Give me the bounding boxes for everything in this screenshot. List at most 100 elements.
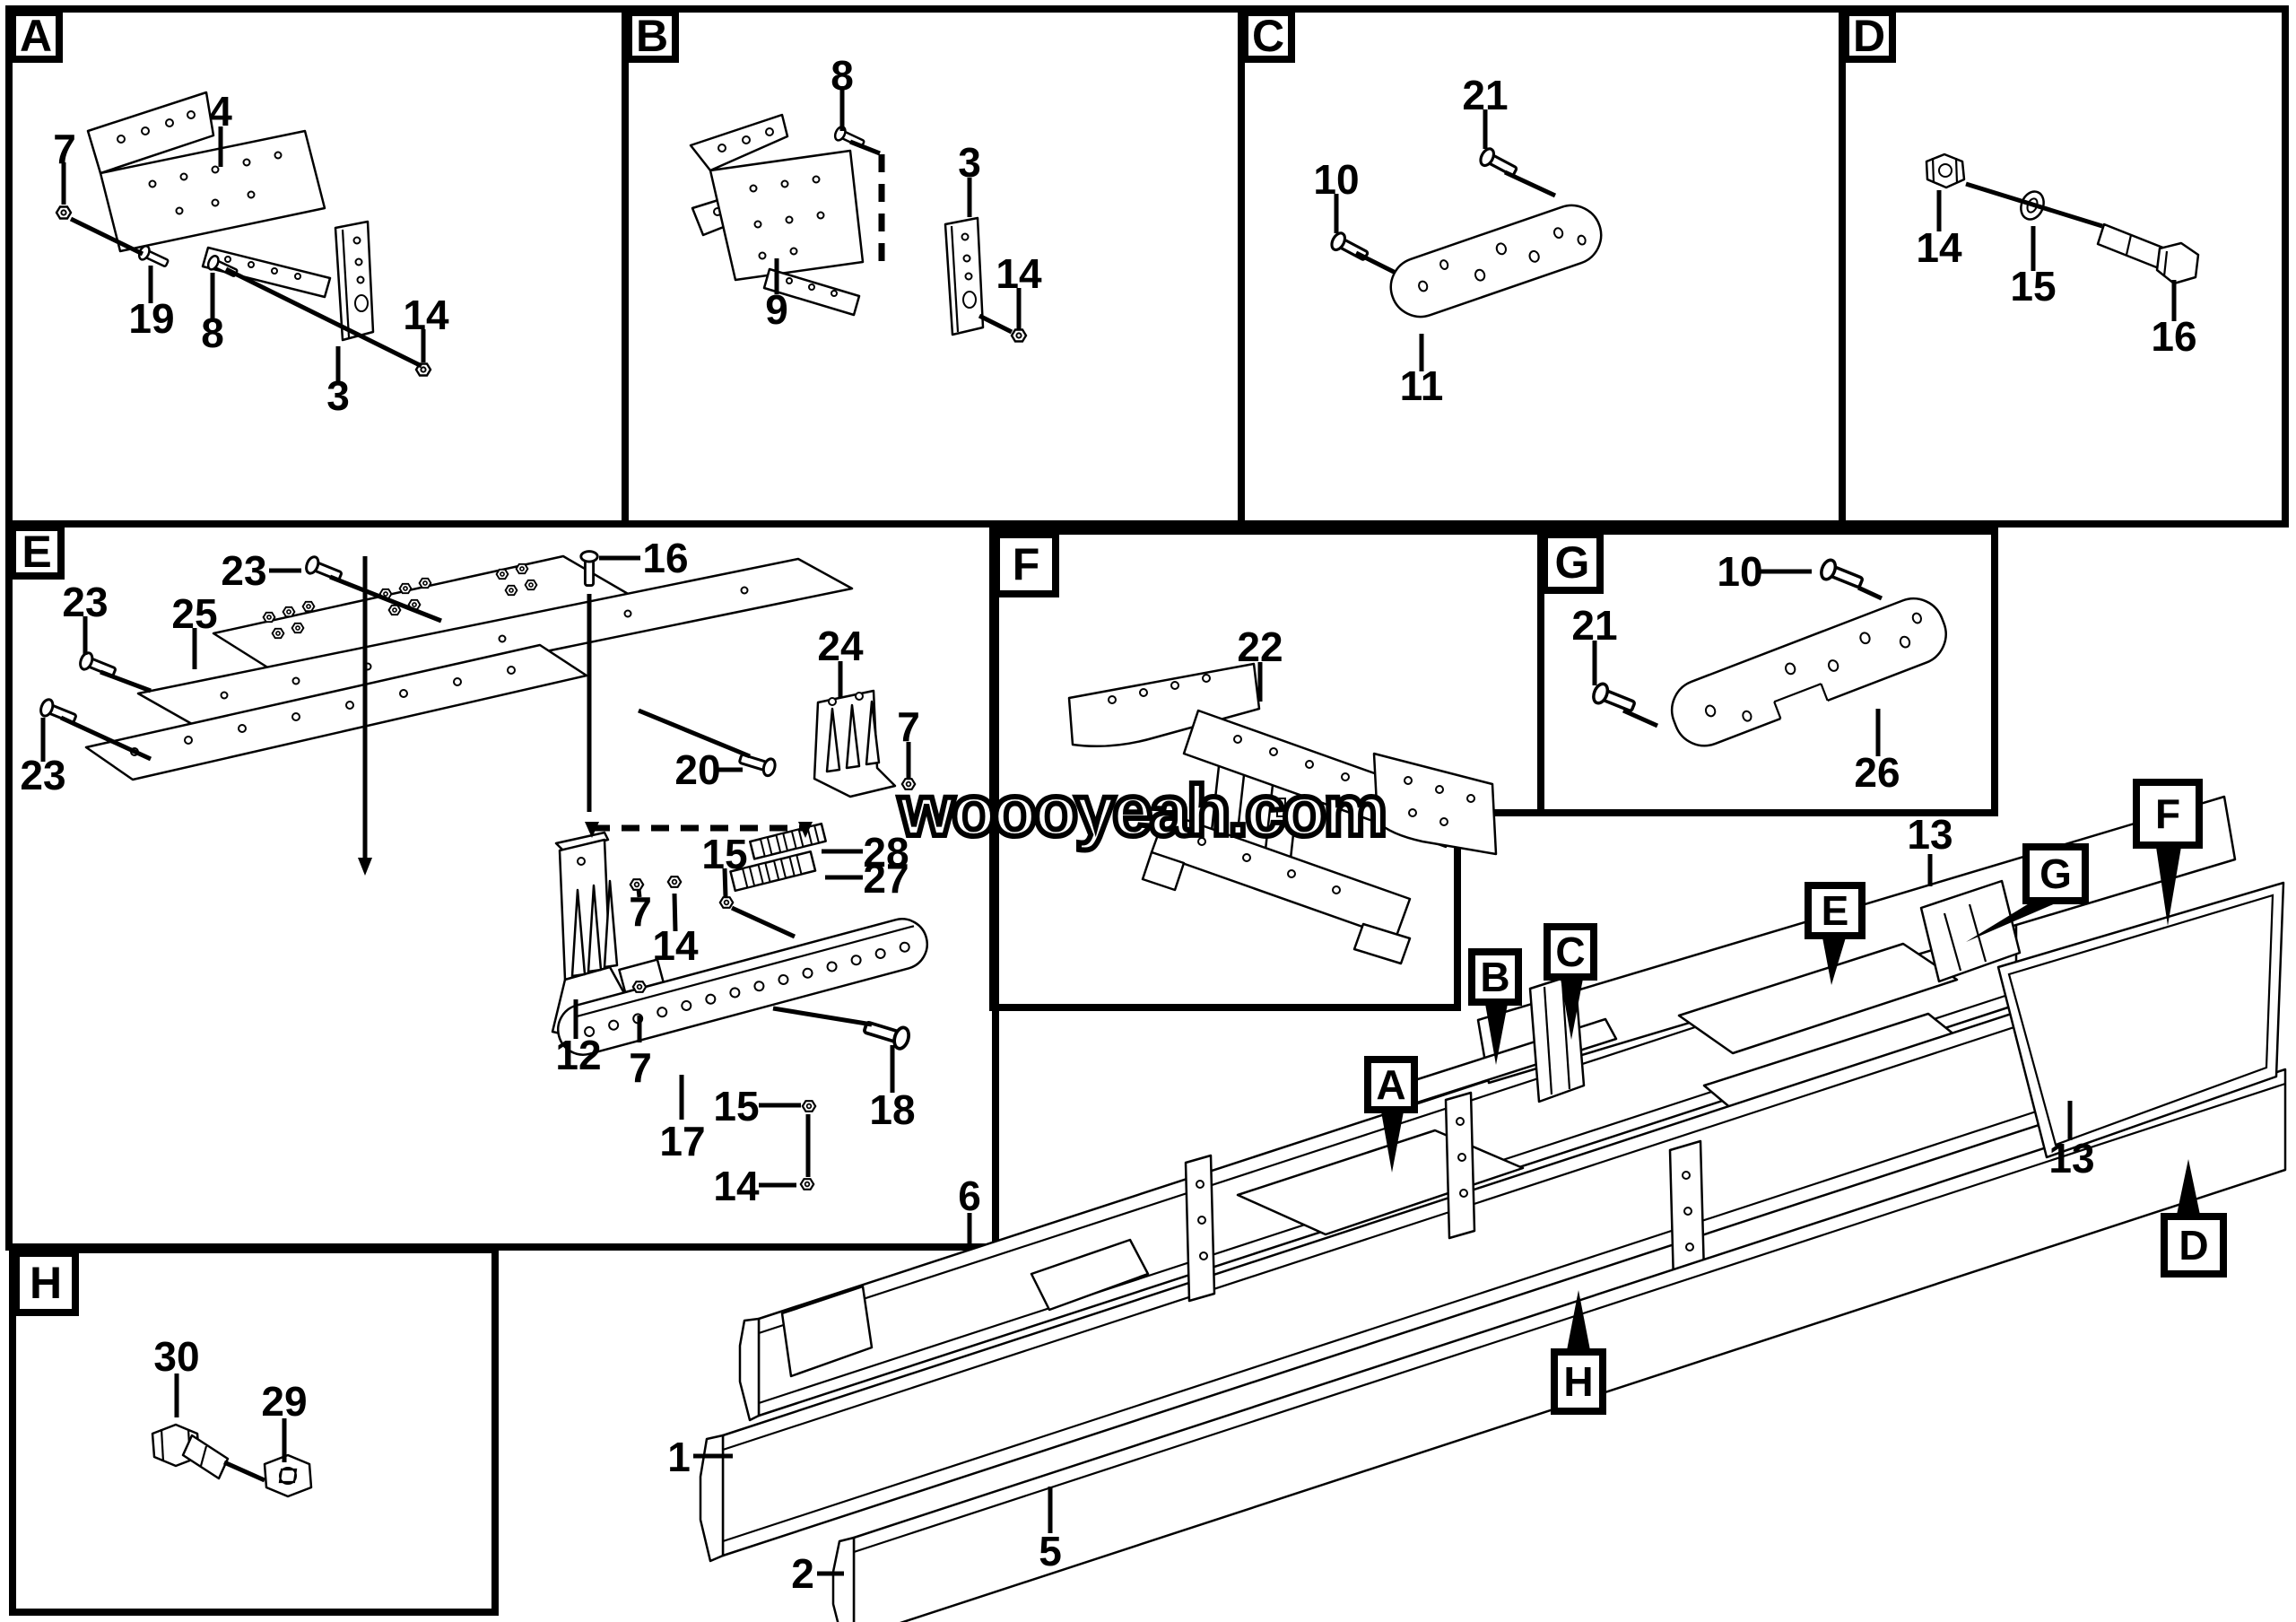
marker-pointer-C (1561, 979, 1583, 1040)
marker-pointers (1381, 847, 2200, 1350)
panel-label-D: D (1842, 9, 1896, 63)
panel-h-part-drawings (151, 1423, 313, 1498)
callout-number-28: 28 (863, 829, 909, 876)
panel-label-A: A (9, 9, 63, 63)
marker-pointer-A (1381, 1112, 1404, 1173)
callout-number-7: 7 (629, 1044, 652, 1091)
callout-number-14: 14 (652, 922, 699, 969)
callout-number-19: 19 (128, 295, 175, 342)
callout-number-3: 3 (326, 372, 350, 419)
assembly-marker-C: C (1544, 923, 1597, 981)
panel-d-part-drawings (1925, 153, 2200, 285)
watermark-text: woooyeah.com (896, 768, 1390, 853)
leader-line (638, 708, 751, 759)
panel-label-B: B (625, 9, 679, 63)
assembly-marker-G: G (2022, 843, 2089, 904)
callout-number-5: 5 (1039, 1528, 1062, 1574)
leader-line (1965, 181, 2103, 229)
panel-label-E: E (9, 524, 65, 580)
callout-number-7: 7 (897, 703, 920, 750)
callout-number-13: 13 (2048, 1135, 2095, 1182)
leader-line (69, 216, 144, 257)
callout-number-10: 10 (1313, 156, 1360, 203)
assembly-marker-B: B (1468, 948, 1522, 1006)
callout-number-12: 12 (555, 1032, 602, 1078)
callout-number-15: 15 (713, 1083, 760, 1129)
panel-a-part-drawings (55, 91, 432, 377)
callout-number-13: 13 (1907, 811, 1953, 858)
assembly-marker-F: F (2133, 779, 2203, 849)
leader-line (222, 1460, 266, 1483)
leader-line (1622, 708, 1659, 728)
marker-pointer-F (2156, 847, 2181, 926)
panel-g-border (1537, 528, 1998, 816)
callout-number-6: 6 (958, 1173, 981, 1219)
leader-line (722, 868, 728, 898)
panel-label-H: H (13, 1250, 79, 1316)
callout-number-29: 29 (261, 1378, 308, 1425)
panel-e-part-drawings (37, 550, 928, 1190)
leader-line (849, 139, 881, 156)
callout-number-30: 30 (153, 1333, 200, 1380)
panel-h-border (9, 1246, 499, 1616)
leader-line (1857, 585, 1883, 601)
assembly-marker-A: A (1364, 1056, 1418, 1113)
assembly-marker-D: D (2161, 1213, 2227, 1278)
leader-line (730, 905, 796, 939)
leader-line (224, 266, 423, 369)
callout-number-24: 24 (817, 623, 864, 669)
frame-assembly-drawing (699, 795, 2287, 1622)
marker-pointer-B (1485, 1004, 1508, 1065)
callout-number-14: 14 (713, 1163, 760, 1209)
callout-number-2: 2 (791, 1550, 814, 1597)
callout-number-18: 18 (869, 1086, 916, 1133)
callout-number-10: 10 (1717, 548, 1763, 595)
callout-number-27: 27 (863, 855, 909, 902)
assembly-marker-E: E (1805, 882, 1866, 939)
callout-number-26: 26 (1854, 749, 1900, 796)
leader-line (59, 715, 152, 762)
panel-g-part-drawings (1589, 556, 1947, 747)
callout-number-20: 20 (674, 746, 721, 793)
callout-number-9: 9 (765, 286, 788, 333)
leader-line (978, 313, 1013, 335)
assembly-marker-H: H (1551, 1348, 1606, 1415)
callout-number-11: 11 (1399, 362, 1444, 409)
panel-c-part-drawings (1327, 144, 1603, 318)
panel-label-C: C (1241, 9, 1295, 63)
callout-number-22: 22 (1237, 624, 1283, 670)
callout-number-7: 7 (629, 888, 652, 935)
callout-number-17: 17 (659, 1118, 706, 1164)
callout-number-23: 23 (20, 752, 66, 798)
leader-line (672, 893, 678, 932)
panel-f-part-drawing (1067, 662, 1498, 965)
callout-number-15: 15 (2010, 263, 2057, 310)
leader-line (100, 669, 152, 693)
callout-number-14: 14 (996, 250, 1042, 297)
marker-pointer-G (1966, 903, 2057, 942)
panel-a-border (5, 5, 629, 528)
callout-number-1: 1 (667, 1434, 691, 1480)
callout-number-16: 16 (2151, 313, 2197, 360)
callout-number-15: 15 (701, 831, 748, 877)
marker-pointer-H (1567, 1290, 1590, 1350)
callout-number-7: 7 (53, 126, 76, 172)
panel-label-F: F (993, 531, 1059, 597)
leader-line (1503, 170, 1557, 198)
panel-b-part-drawings (689, 113, 1028, 343)
panel-frames (5, 5, 2289, 1616)
marker-pointer-D (2177, 1159, 2200, 1215)
callout-number-4: 4 (209, 88, 232, 135)
callout-number-23: 23 (221, 547, 267, 594)
marker-pointer-E (1822, 937, 1846, 985)
callout-number-14: 14 (403, 292, 449, 338)
panel-label-G: G (1541, 531, 1604, 594)
callout-number-21: 21 (1462, 72, 1509, 118)
callout-number-23: 23 (62, 579, 109, 625)
callout-number-3: 3 (958, 139, 981, 186)
panel-d-border (1839, 5, 2289, 528)
leader-line (1354, 250, 1397, 275)
callout-number-8: 8 (831, 52, 854, 99)
leader-lines (40, 90, 2177, 1576)
